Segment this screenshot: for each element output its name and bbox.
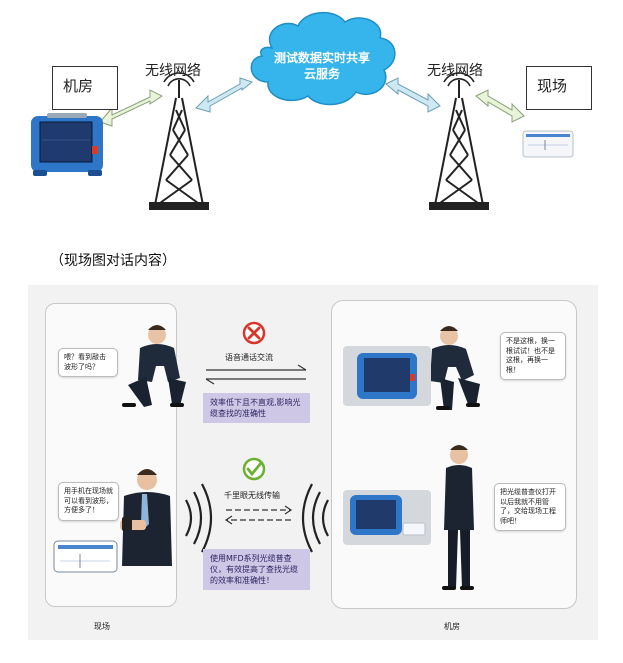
bubble-field-phone: 用手机在现场就可以看到波形，方便多了！	[58, 482, 119, 521]
wireless-benefit-box: 使用MFD系列光缆普查仪，有效提高了查找光缆的效率和准确性！	[203, 549, 310, 590]
voice-call-arrows	[205, 364, 307, 385]
footer-field-label: 现场	[94, 622, 110, 631]
figure-caption: （现场图对话内容）	[50, 253, 176, 269]
left-tower	[149, 72, 209, 210]
cloud-shape	[250, 11, 396, 106]
cloud-text: 测试数据实时共享 云服务	[262, 50, 382, 82]
server-man-crouching	[430, 326, 480, 410]
arrow-left-device-tower	[99, 89, 163, 127]
top-network-diagram	[31, 11, 574, 210]
bubble-server-instruction: 不是这根，换一根试试！也不是这根，再换一根！	[500, 332, 566, 380]
signal-waves-left	[185, 483, 212, 553]
bubble-field-question: 喂？看到敲击波形了吗？	[58, 348, 118, 377]
field-site-label: 现场	[537, 77, 568, 95]
voice-call-drawback-box: 效率低下且不直观,影响光缆查找的准确性	[203, 393, 310, 423]
server-man-standing	[442, 445, 474, 590]
wireless-transfer-label: 千里眼无线传输	[224, 491, 280, 500]
footer-server-label: 机房	[444, 622, 460, 631]
field-man-standing	[120, 469, 172, 566]
field-phone-screen	[53, 540, 118, 573]
arrow-right-tower-device	[475, 89, 525, 123]
cloud-text-line1: 测试数据实时共享	[273, 51, 370, 65]
signal-waves-right	[302, 483, 329, 553]
server-room-box: 机房	[52, 66, 118, 110]
right-tower	[429, 72, 489, 210]
right-phone-icon	[522, 130, 574, 158]
wireless-arrows	[226, 509, 291, 521]
x-icon	[242, 321, 266, 345]
check-icon	[242, 457, 266, 481]
voice-call-label: 语音通话交流	[225, 353, 273, 362]
field-man-crouching	[122, 325, 186, 407]
right-network-label: 无线网络	[427, 63, 483, 79]
server-device-top	[343, 346, 431, 406]
left-network-label: 无线网络	[145, 63, 201, 79]
server-device-bottom	[343, 490, 431, 545]
server-room-label: 机房	[63, 77, 94, 95]
left-device-icon	[31, 113, 103, 176]
field-site-box: 现场	[526, 66, 592, 110]
arrow-right-cloud-tower	[385, 77, 441, 113]
bubble-server-handoff: 把光缆普查仪打开以后我就不用管了，交给现场工程师吧！	[494, 483, 566, 531]
cloud-text-line2: 云服务	[303, 67, 340, 81]
arrow-left-tower-cloud	[195, 77, 254, 113]
